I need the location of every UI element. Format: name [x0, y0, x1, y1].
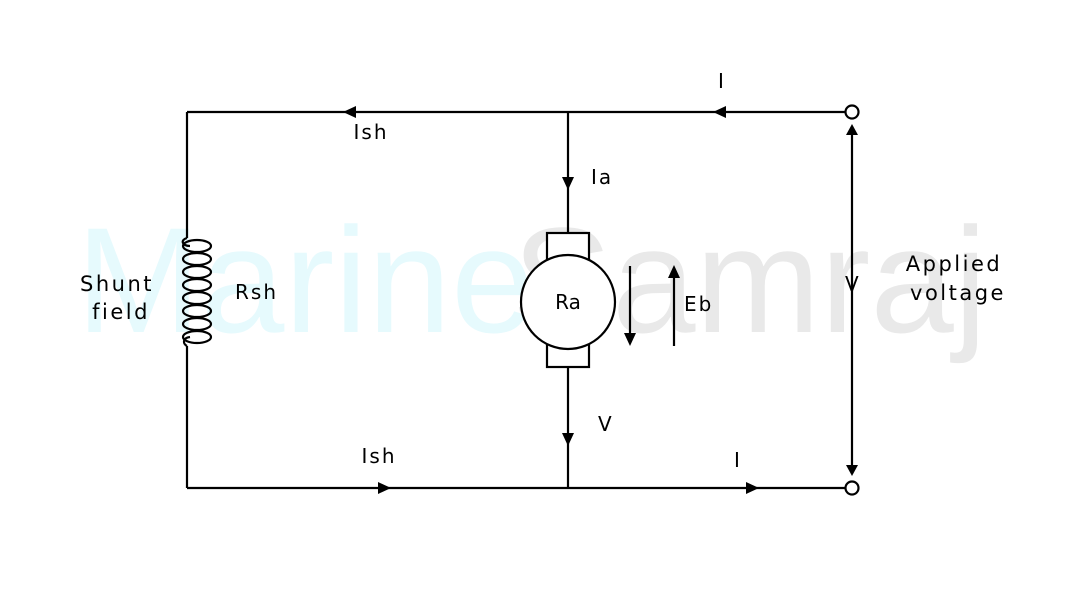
circuit-wires: [185, 110, 845, 490]
supply-voltage-arrowhead-up: [846, 124, 858, 135]
negative-terminal: [844, 480, 860, 496]
terminals: [844, 104, 860, 496]
armature-resistance-label: Ra: [555, 290, 581, 314]
armature-voltage-arrow: [562, 433, 574, 446]
back-emf-label: Eb: [684, 292, 713, 316]
watermark-text-left: Marine: [76, 196, 535, 364]
back-emf-arrows: [624, 265, 680, 346]
supply-voltage-arrow: [846, 124, 858, 476]
positive-terminal: [844, 104, 860, 120]
line-current-out-label: I: [734, 448, 742, 472]
line-current-in-label: I: [718, 69, 726, 93]
supply-voltage-label: V: [845, 272, 861, 296]
watermark: Marine Samraj: [76, 196, 987, 364]
shunt-current-top-arrow: [343, 106, 356, 118]
circuit-labels: I Ish Ia Eb V Ish I V Rsh Shunt field Ap…: [80, 69, 1006, 472]
armature-drop-arrowhead: [624, 333, 636, 346]
applied-voltage-label-line2: voltage: [910, 281, 1006, 305]
applied-voltage-label-line1: Applied: [906, 252, 1002, 276]
shunt-current-bottom-label: Ish: [362, 444, 397, 468]
shunt-resistance-label: Rsh: [235, 280, 278, 304]
armature-current-arrow: [562, 177, 574, 190]
shunt-field-coil: [181, 236, 213, 347]
current-arrows: [343, 106, 759, 494]
armature-voltage-label: V: [598, 412, 614, 436]
line-current-in-arrow: [713, 106, 726, 118]
back-emf-arrowhead: [668, 265, 680, 278]
coil-lead-top: [181, 236, 191, 248]
shunt-field-label-line1: Shunt: [80, 272, 154, 296]
shunt-field-label-line2: field: [92, 300, 150, 324]
armature: Ra: [519, 231, 617, 369]
shunt-current-bottom-arrow: [378, 482, 391, 494]
armature-circle: [519, 253, 617, 351]
supply-voltage-arrowhead-down: [846, 465, 858, 476]
line-current-out-arrow: [746, 482, 759, 494]
shunt-current-top-label: Ish: [354, 120, 389, 144]
armature-current-label: Ia: [591, 165, 613, 189]
coil-lead-bottom: [182, 335, 191, 347]
